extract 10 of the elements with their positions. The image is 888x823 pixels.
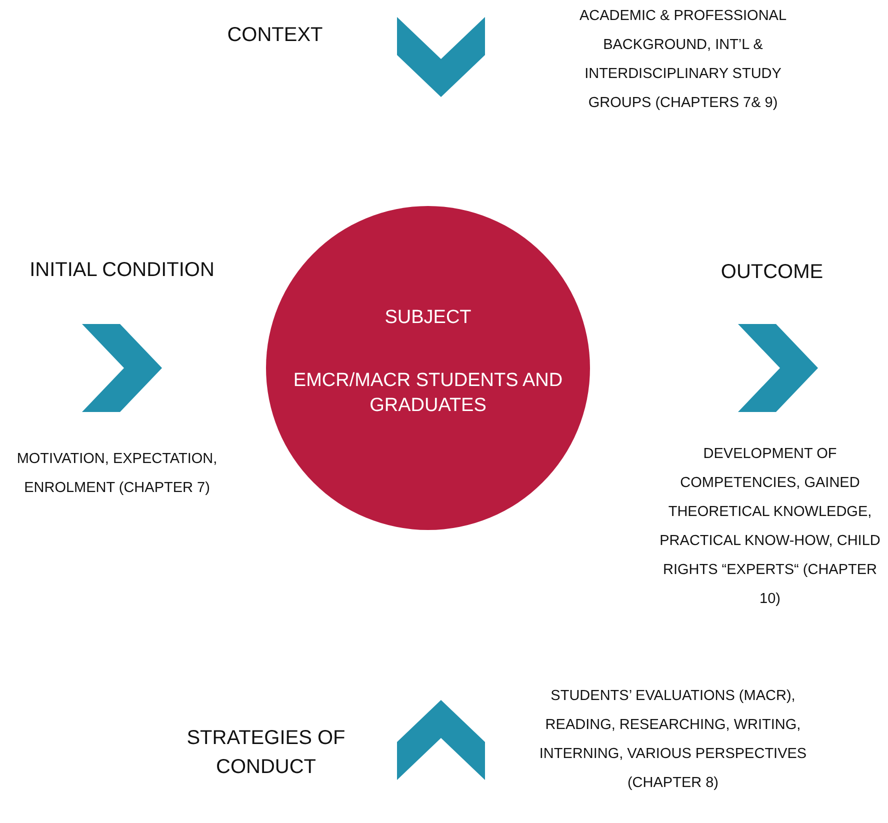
- heading-label: STRATEGIES OF CONDUCT: [186, 726, 346, 780]
- node-text: EMCR/MACR STUDENTS AND GRADUATES: [292, 368, 564, 418]
- description-text: STUDENTS’ EVALUATIONS (MACR), READING, RESEARCHING, WRITING, INTERNING, VARIOUS PERSPECTIVES (CHAPTER 8): [538, 687, 808, 793]
- description-text: DEVELOPMENT OF COMPETENCIES, GAINED THEORETICAL KNOWLEDGE, PRACTICAL KNOW-HOW, CHILD RIGHTS “EXPERTS“ (CHAPTER 10): [658, 445, 882, 609]
- description-text: ACADEMIC & PROFESSIONAL BACKGROUND, INT’L & INTERDISCIPLINARY STUDY GROUPS (CHAPTERS 7& 9): [578, 7, 788, 113]
- description-text: MOTIVATION, EXPECTATION, ENROLMENT (CHAPTER 7): [16, 450, 218, 498]
- heading-label: INITIAL CONDITION: [28, 258, 216, 283]
- heading-label: OUTCOME: [720, 260, 824, 285]
- node-heading: SUBJECT: [384, 306, 472, 330]
- heading-label: CONTEXT: [226, 23, 324, 48]
